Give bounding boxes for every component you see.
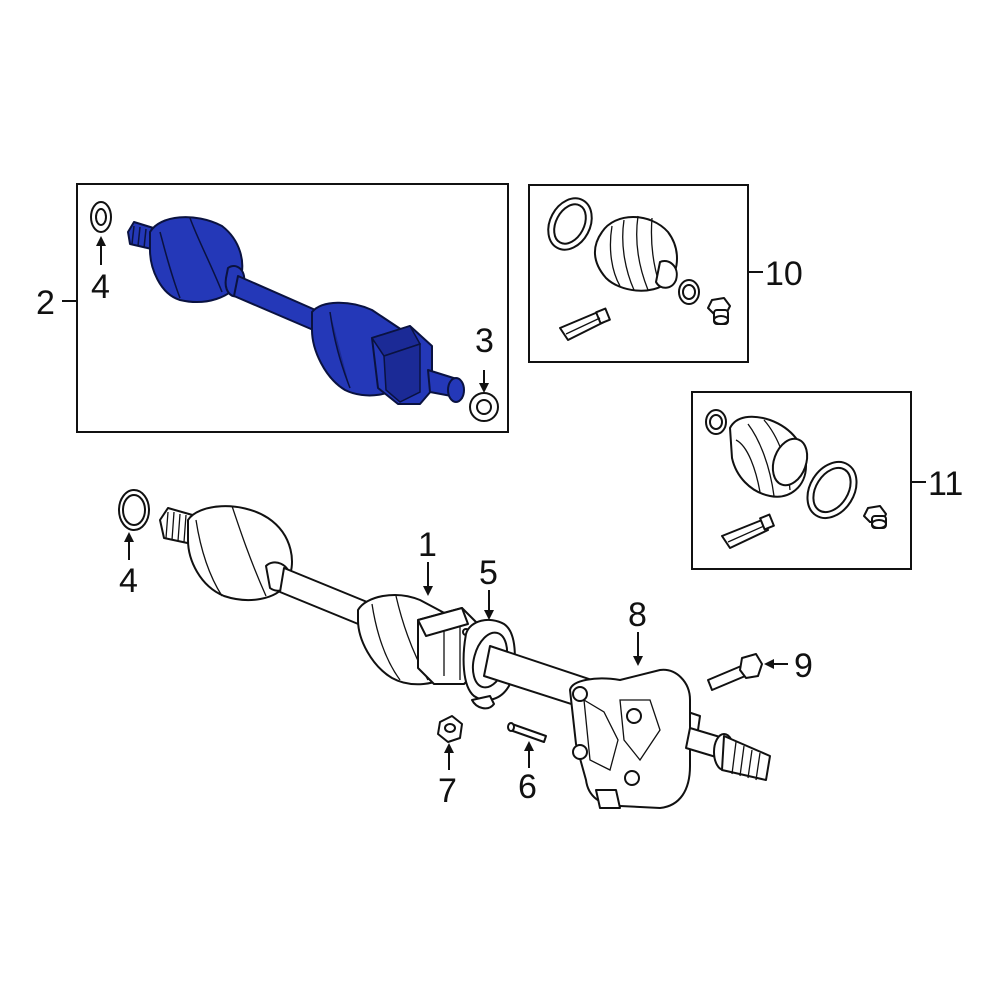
small-clamp-icon [678,279,700,305]
callout-2: 2 [36,284,55,322]
grease-tube-icon [559,307,611,341]
washer-icon [118,489,150,531]
bracket-icon [569,668,691,809]
box-kit-11 [691,391,926,570]
callout-1: 1 [418,526,437,564]
bolt-icon [707,297,731,325]
callout-11: 11 [928,465,963,503]
bolt-icon [863,505,887,529]
cv-boot-icon [729,415,809,498]
callout-3: 3 [475,322,494,360]
axle-shaft-highlighted [127,216,465,405]
callout-8: 8 [628,596,647,634]
axle-assembly-exploded [118,489,788,809]
clamp-ring-icon [547,197,593,251]
box-assembly-2 [62,183,509,433]
clamp-ring-icon [806,461,858,519]
pin-icon [507,722,547,743]
small-clamp-icon [705,409,727,435]
grease-tube-icon [721,513,775,549]
callout-6: 6 [518,768,537,806]
bolt-icon [707,653,763,691]
callout-10: 10 [765,255,803,293]
callout-4-top: 4 [91,268,110,306]
callout-5: 5 [479,554,498,592]
callout-9: 9 [794,647,813,685]
callout-7: 7 [438,772,457,810]
box-kit-10 [528,184,763,363]
cv-boot-icon [594,215,678,292]
nut-icon [437,715,463,743]
washer-icon [469,392,499,422]
callout-4-bottom: 4 [119,562,138,600]
washer-icon [90,201,112,233]
